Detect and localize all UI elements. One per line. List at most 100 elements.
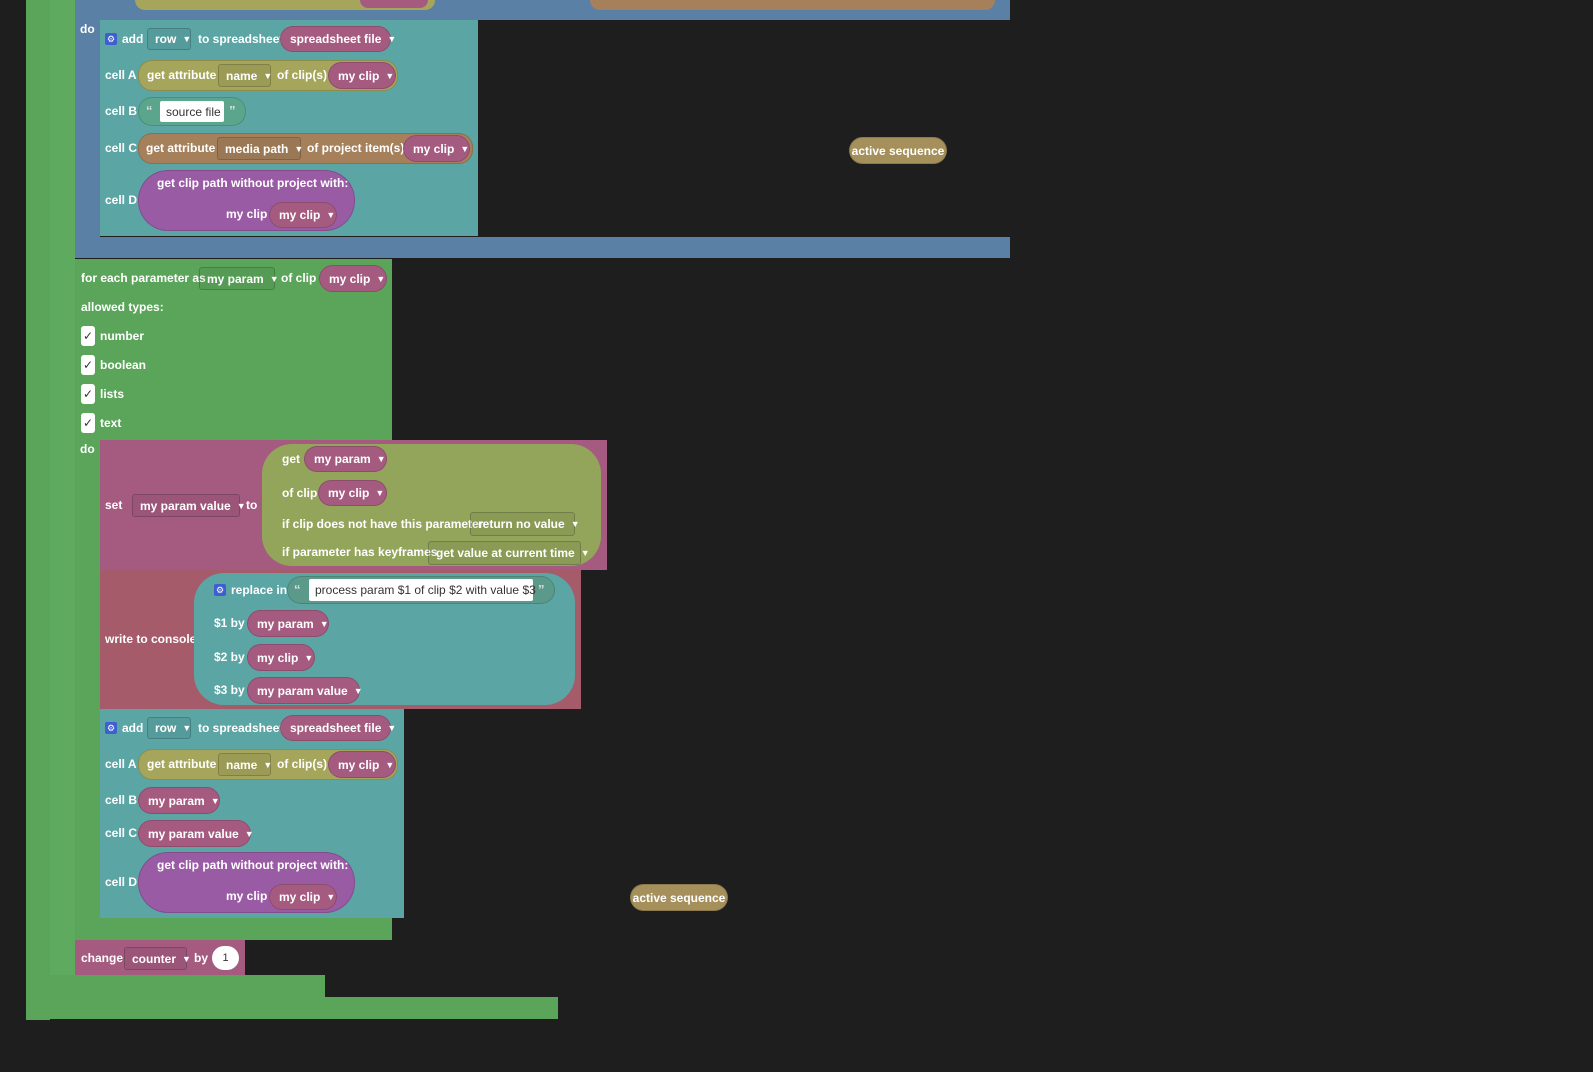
of-clips-label: of clip(s) [277,68,327,82]
active-sequence-block[interactable]: active sequence [630,884,728,911]
my-param-variable[interactable]: my param▼ [247,610,329,637]
argument-label: my clip [226,889,268,903]
my-clip-variable[interactable]: my clip▼ [319,265,387,292]
chevron-down-icon: ▼ [319,618,329,629]
variable-name: my param [314,452,371,466]
chevron-down-icon: ▼ [326,210,336,220]
gear-icon[interactable]: ⚙ [214,584,226,596]
by-label: by [194,951,209,965]
text-value: source file [166,104,221,119]
clip-loop-block-side [75,20,100,258]
param-variable-dropdown[interactable]: my param▼ [199,267,279,290]
to-spreadsheet-label: to spreadsheet [198,721,284,735]
my-clip-variable[interactable]: my clip▼ [403,135,470,162]
header-partial-var [360,0,428,8]
boolean-checkbox[interactable]: ✓ [81,355,95,375]
dropdown-value: my param value [140,498,231,513]
text-value: process param $1 of clip $2 with value $… [315,583,536,597]
replacement-label: $1 by [214,616,245,630]
inner-loop-block[interactable] [50,0,75,997]
type-label: lists [100,387,125,401]
my-clip-variable[interactable]: my clip▼ [269,884,337,910]
my-clip-variable[interactable]: my clip▼ [328,62,396,89]
add-label: add [122,32,144,46]
to-label: to [246,498,258,512]
allowed-types-label: allowed types: [81,300,164,314]
chevron-down-icon: ▼ [304,652,314,663]
chevron-down-icon: ▼ [353,685,363,696]
block-label: active sequence [632,890,726,905]
cell-b-label: cell B [105,793,138,807]
gear-icon[interactable]: ⚙ [105,33,117,45]
cell-a-label: cell A [105,68,137,82]
cell-d-label: cell D [105,193,138,207]
chevron-down-icon: ▼ [570,519,580,529]
dropdown-value: row [155,32,177,46]
chevron-down-icon: ▼ [269,273,279,284]
of-clip-label: of clip [281,271,317,285]
number-checkbox[interactable]: ✓ [81,326,95,346]
chevron-down-icon: ▼ [244,828,254,839]
chevron-down-icon: ▼ [326,892,336,902]
text-field[interactable]: process param $1 of clip $2 with value $… [309,579,536,601]
variable-name: my param value [257,683,348,698]
variable-dropdown[interactable]: my param value ▼ [132,494,246,517]
no-param-dropdown[interactable]: return no value ▼ [470,512,580,536]
chevron-down-icon: ▼ [294,143,304,154]
my-clip-variable[interactable]: my clip▼ [328,751,396,778]
cell-c-label: cell C [105,826,138,840]
outer-loop-block[interactable] [26,0,50,1020]
text-field[interactable]: source file [160,101,224,122]
my-clip-variable[interactable]: my clip▼ [269,202,337,228]
counter-dropdown[interactable]: counter▼ [124,947,191,970]
chevron-down-icon: ▼ [375,488,385,498]
amount-field[interactable]: 1 [212,946,239,970]
get-attribute-label: get attribute [146,141,216,155]
dropdown-value: row [155,721,177,735]
my-param-variable[interactable]: my param▼ [304,446,387,472]
chevron-down-icon: ▼ [182,953,191,964]
spreadsheet-file-variable[interactable]: spreadsheet file▼ [280,26,396,52]
add-label: add [122,721,144,735]
text-checkbox[interactable]: ✓ [81,413,95,433]
variable-name: my clip [328,486,370,500]
my-param-value-variable[interactable]: my param value ▼ [247,677,363,704]
my-clip-variable[interactable]: my clip ▼ [318,480,387,506]
header-partial-olive [135,0,435,10]
active-sequence-block[interactable]: active sequence [849,137,947,164]
write-label: write to console [105,632,197,646]
my-param-value-variable[interactable]: my param value▼ [138,820,254,847]
for-each-label: for each parameter as [81,271,206,285]
type-label: boolean [100,358,147,372]
my-clip-variable[interactable]: my clip▼ [247,644,315,671]
dropdown-value: return no value [478,517,565,531]
chevron-down-icon: ▼ [263,70,273,81]
argument-label: my clip [226,207,268,221]
chevron-down-icon: ▼ [580,548,590,558]
gear-icon[interactable]: ⚙ [105,722,117,734]
outer-loop-bottom [26,997,558,1019]
cell-d-label: cell D [105,875,138,889]
row-dropdown[interactable]: row▼ [147,28,191,50]
open-quote-icon: “ [294,582,301,597]
row-dropdown[interactable]: row▼ [147,717,191,739]
close-quote-icon: ” [229,103,236,118]
of-project-items-label: of project item(s) [307,141,405,155]
lists-checkbox[interactable]: ✓ [81,384,95,404]
attribute-dropdown[interactable]: media path ▼ [217,137,304,160]
open-quote-icon: “ [146,103,153,118]
chevron-down-icon: ▼ [236,500,246,511]
replacement-label: $2 by [214,650,245,664]
do-label: do [80,22,95,36]
chevron-down-icon: ▼ [387,723,397,733]
attribute-dropdown[interactable]: name▼ [218,64,273,87]
chevron-down-icon: ▼ [387,34,397,44]
procedure-label: get clip path without project with: [157,858,349,872]
keyframes-dropdown[interactable]: get value at current time▼ [428,541,590,565]
dropdown-value: media path [225,141,289,156]
attribute-dropdown[interactable]: name▼ [218,753,272,776]
my-param-variable[interactable]: my param▼ [138,787,220,814]
number-value: 1 [222,952,229,964]
spreadsheet-file-variable[interactable]: spreadsheet file▼ [280,715,396,741]
set-label: set [105,498,123,512]
